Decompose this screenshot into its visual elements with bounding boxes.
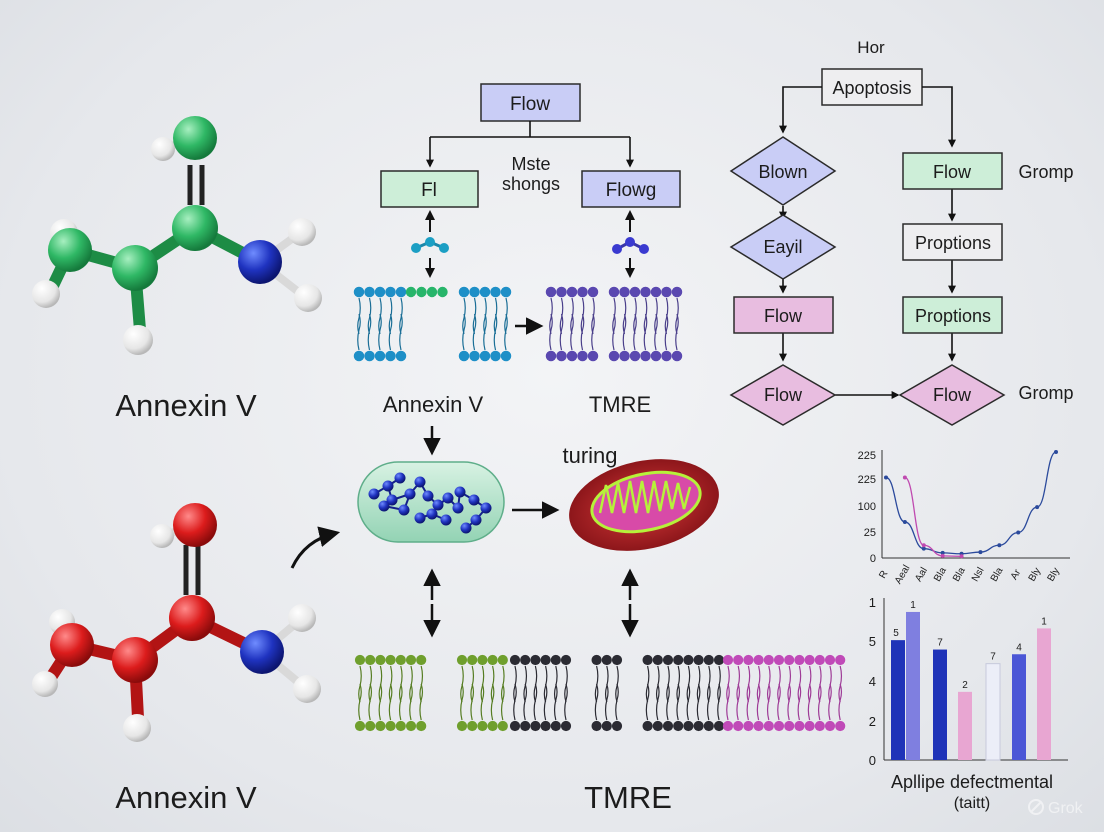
- flow-diamond-left-label: Flow: [764, 385, 803, 405]
- line-point: [1054, 450, 1058, 454]
- flow-green-label: Flow: [933, 162, 972, 182]
- bar-y-tick: 5: [869, 634, 876, 649]
- flow-pink-label: Flow: [764, 306, 803, 326]
- red-molecule: [32, 503, 321, 742]
- line-x-tick: Aal: [913, 566, 930, 584]
- bar: [1037, 628, 1051, 760]
- line-point: [997, 543, 1002, 548]
- bar-data-label: 5: [893, 628, 899, 639]
- line-point: [902, 519, 907, 524]
- bar-data-label: 1: [1041, 616, 1047, 627]
- membrane-left-label: Annexin V: [383, 392, 484, 417]
- mste-text: Mste: [511, 154, 550, 174]
- curved-arrow-icon: [290, 526, 341, 569]
- cell-body: [357, 461, 505, 543]
- gromp-bottom-label: Gromp: [1018, 383, 1073, 403]
- line-x-tick: Aeal: [893, 563, 913, 586]
- line-point: [978, 550, 983, 555]
- line-y-tick: 225: [858, 474, 876, 486]
- line-point: [940, 553, 945, 558]
- bar-xlabel-line2: (taitt): [954, 795, 990, 812]
- line-x-tick: Bla: [951, 565, 968, 583]
- top-molecule-label: Annexin V: [115, 388, 257, 423]
- proptions-label-2: Proptions: [915, 306, 991, 326]
- center-flow-box: [480, 83, 581, 122]
- line-x-tick: Bla: [932, 565, 949, 583]
- line-x-tick: Bla: [989, 565, 1006, 583]
- blown-label: Blown: [758, 162, 807, 182]
- line-point: [1016, 530, 1021, 535]
- watermark: Grok: [1028, 799, 1084, 817]
- green-molecule: [32, 116, 322, 355]
- bar-data-label: 1: [910, 600, 916, 611]
- membranes: [353, 286, 846, 732]
- line-x-tick: Bly: [1027, 566, 1043, 584]
- blue-molecule-cluster: [368, 472, 492, 534]
- line-y-tick: 225: [858, 450, 876, 462]
- center-flow-box-label: Flow: [510, 94, 550, 115]
- bar-y-tick: 0: [869, 753, 876, 768]
- gromp-top-label: Gromp: [1018, 162, 1073, 182]
- bar-y-tick: 2: [869, 714, 876, 729]
- bar: [1012, 654, 1026, 760]
- bar: [985, 663, 1001, 761]
- bar-y-tick: 1: [869, 595, 876, 610]
- bar: [958, 691, 972, 760]
- line-y-tick: 100: [858, 501, 876, 513]
- hor-text: Hor: [857, 38, 885, 57]
- proptions-box-1: [902, 223, 1003, 261]
- line-point: [959, 554, 964, 559]
- flow-pink-box: [733, 296, 834, 334]
- line-point: [921, 543, 926, 548]
- flow-diamond-left: [729, 364, 837, 426]
- bar-data-label: 7: [990, 652, 996, 663]
- apoptosis-label: Apoptosis: [832, 78, 911, 98]
- line-point: [940, 550, 945, 555]
- bar-data-label: 2: [962, 680, 968, 691]
- bar-chart: 0 2 4 5 1 5 1 7 2 7 4 1: [869, 595, 1068, 768]
- shongs-text: shongs: [502, 174, 560, 194]
- line-point: [921, 546, 926, 551]
- turing-label: turing: [562, 443, 617, 468]
- line-point: [902, 475, 907, 480]
- eayil-diamond: [729, 214, 837, 280]
- line-series: [904, 476, 962, 557]
- flowg-box-label: Flowg: [606, 180, 657, 201]
- line-x-tick: Bly: [1046, 566, 1062, 584]
- small-molecule-cyan: [411, 237, 449, 253]
- bar-xlabel-line1: Apllipe defectmental: [891, 772, 1053, 792]
- line-y-tick: 0: [870, 553, 876, 565]
- line-x-tick: Nsl: [970, 566, 987, 584]
- bar: [933, 649, 947, 760]
- bar-y-tick: 4: [869, 674, 876, 689]
- line-point: [884, 475, 888, 480]
- bottom-tmre-label: TMRE: [584, 780, 672, 815]
- proptions-label-1: Proptions: [915, 233, 991, 253]
- grok-watermark: Grok: [1048, 800, 1084, 817]
- small-molecule-purple: [612, 237, 649, 254]
- membrane-right-label: TMRE: [589, 392, 651, 417]
- line-x-tick: Ar: [1009, 567, 1024, 582]
- flow-diamond-right-label: Flow: [933, 385, 972, 405]
- fl-box: [380, 170, 479, 208]
- eayil-label: Eayil: [763, 237, 802, 257]
- flowg-box: [581, 170, 681, 208]
- fl-box-label: Fl: [421, 180, 437, 201]
- line-point: [1035, 505, 1040, 510]
- line-series: [885, 451, 1057, 555]
- blown-diamond: [729, 136, 837, 206]
- bottom-molecule-label: Annexin V: [115, 780, 257, 815]
- line-y-tick: 25: [864, 527, 876, 539]
- bar-data-label: 7: [937, 638, 943, 649]
- flow-diamond-right: [898, 364, 1006, 426]
- flow-green-box: [902, 152, 1003, 190]
- bar: [891, 640, 905, 760]
- line-x-tick: R: [877, 569, 890, 581]
- mitochondrion: [569, 459, 719, 551]
- bar: [906, 611, 920, 760]
- proptions-box-2: [902, 296, 1003, 334]
- bar-data-label: 4: [1016, 642, 1022, 653]
